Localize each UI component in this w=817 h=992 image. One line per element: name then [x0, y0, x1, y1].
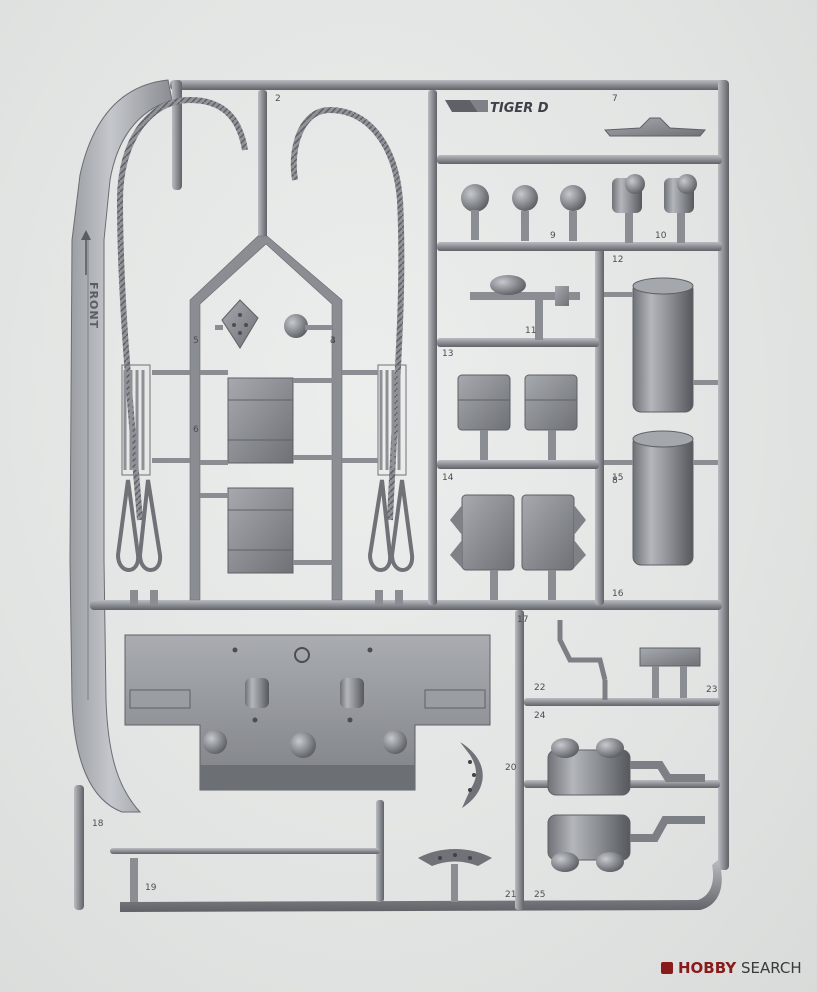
periscope-part-8: [461, 184, 489, 240]
part-number-21: 21: [505, 890, 516, 900]
housing-parts-13: [457, 374, 578, 460]
part-number-20: 20: [505, 763, 517, 773]
part-number-16: 16: [612, 589, 624, 599]
air-cleaner-parts-14-15: [450, 494, 586, 600]
part-number-7: 7: [612, 94, 618, 104]
watermark-brand-rest: SEARCH: [736, 959, 801, 977]
part-number-6: 6: [193, 425, 199, 435]
box-part-6-lower: [227, 487, 294, 574]
crank-part-17: [557, 620, 608, 700]
part-number-23: 23: [706, 685, 717, 695]
tank-gates: [604, 292, 718, 465]
part-number-17: 17: [517, 615, 528, 625]
smoke-launcher-parts-10: [612, 174, 697, 243]
tank-part-12-lower: [632, 430, 694, 566]
front-label: FRONT: [87, 282, 100, 329]
part-number-9: 9: [550, 231, 556, 241]
linkage-part-11: [470, 275, 580, 340]
part-number-8: 8: [612, 476, 618, 486]
exhaust-muffler-lower: [547, 814, 705, 872]
tank-part-12-upper: [632, 277, 694, 413]
part-number-2: 2: [275, 94, 281, 104]
part-number-25: 25: [534, 890, 545, 900]
disc-part-4: [284, 314, 308, 338]
part-number-12: 12: [612, 255, 623, 265]
front-arrow-icon: [81, 230, 91, 275]
part-number-10: 10: [655, 231, 667, 241]
part-number-13: 13: [442, 349, 453, 359]
rod-part-18-19: [130, 858, 138, 902]
curved-part-20: [460, 742, 483, 808]
brand-logo-icon: [445, 100, 488, 112]
fender-part: [69, 79, 173, 813]
part-number-4: 4: [330, 336, 336, 346]
box-part-6-upper: [227, 377, 294, 464]
bracket-part-7: [603, 117, 707, 137]
part-number-3: 3: [330, 336, 336, 346]
curved-part-21: [418, 849, 492, 902]
brand-label: TIGER D: [490, 101, 549, 116]
watermark-logo-icon: [661, 962, 673, 974]
part-number-22: 22: [534, 683, 545, 693]
disc-parts-9: [512, 185, 586, 241]
sprue-frame: [74, 80, 729, 912]
plate-part-5: [221, 299, 259, 349]
tow-cable-left: [115, 96, 248, 572]
tow-cable-right: [290, 106, 415, 572]
part-number-24: 24: [534, 711, 546, 721]
bracket-part-23: [639, 647, 701, 698]
part-number-5: 5: [193, 336, 199, 346]
part-number-14: 14: [442, 473, 454, 483]
part-number-18: 18: [92, 819, 104, 829]
watermark: HOBBY SEARCH: [661, 959, 802, 977]
gates: [152, 325, 378, 565]
exhaust-muffler-upper: [547, 738, 705, 796]
svg-text:HOBBY SEARCH: HOBBY SEARCH: [678, 959, 802, 977]
part-number-15: 15: [612, 473, 623, 483]
part-number-19: 19: [145, 883, 157, 893]
hull-plate-part: [124, 634, 491, 791]
part-number-11: 11: [525, 326, 536, 336]
watermark-brand-red: HOBBY: [678, 959, 737, 977]
